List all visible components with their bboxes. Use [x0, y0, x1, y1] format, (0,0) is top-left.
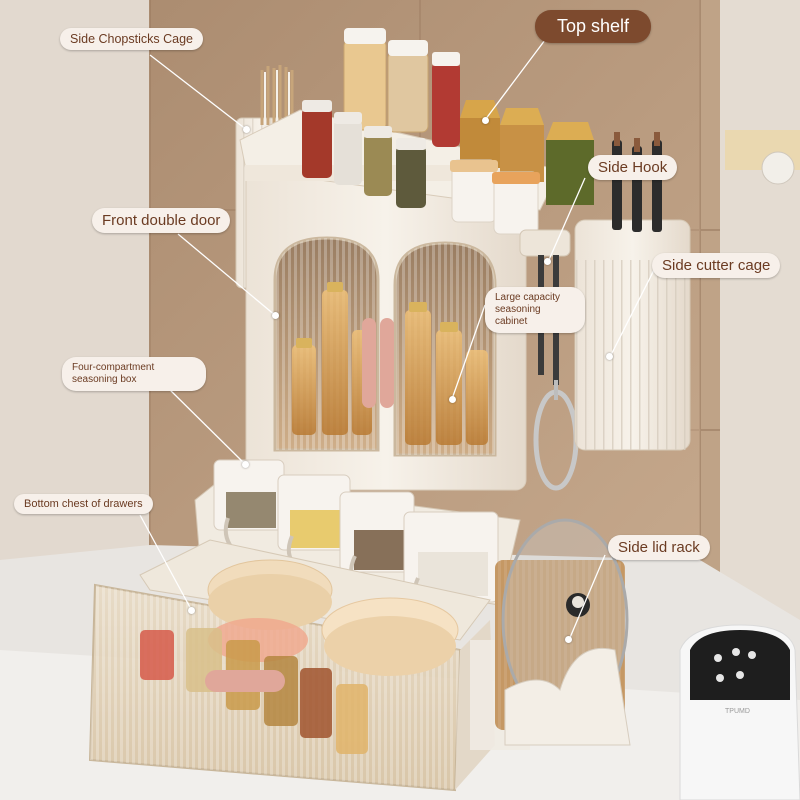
- callout-line: Large capacity: [495, 292, 561, 303]
- marker-dot: [606, 353, 613, 360]
- top-shelf-jars: [302, 28, 594, 235]
- marker-dot: [482, 117, 489, 124]
- marker-dot: [449, 396, 456, 403]
- drawer-handle: [205, 670, 285, 692]
- callout-line: Four-compartment: [72, 362, 155, 373]
- callout-side-lid-rack: Side lid rack: [608, 535, 710, 560]
- marker-dot: [188, 607, 195, 614]
- wall-socket: [761, 151, 795, 185]
- callout-four-compartment-box: Four-compartment seasoning box: [62, 357, 206, 391]
- leader-lines: [139, 39, 656, 641]
- side-lid-rack: [495, 518, 631, 746]
- callout-front-double-door: Front double door: [92, 208, 231, 233]
- callout-large-capacity-cabinet: Large capacity seasoning cabinet: [485, 287, 585, 333]
- callout-side-cutter-cage: Side cutter cage: [652, 253, 781, 278]
- door-handle-right: [380, 318, 394, 408]
- door-handle-left: [362, 318, 376, 408]
- marker-dot: [544, 258, 551, 265]
- callout-line: seasoning box: [72, 374, 137, 385]
- callout-bottom-chest: Bottom chest of drawers: [14, 494, 153, 514]
- water-dispenser: TPUMD: [679, 624, 800, 800]
- marker-dot: [565, 636, 572, 643]
- left-wall-panel: [0, 0, 150, 560]
- marker-dot: [243, 126, 250, 133]
- main-cabinet: [239, 109, 561, 491]
- marker-dot: [242, 461, 249, 468]
- callout-side-chopsticks-cage: Side Chopsticks Cage: [60, 28, 203, 50]
- marker-dot: [272, 312, 279, 319]
- callout-line: seasoning cabinet: [495, 304, 541, 327]
- four-compartment-box: [194, 459, 521, 608]
- callout-top-shelf: Top shelf: [535, 10, 652, 43]
- callout-side-hook: Side Hook: [588, 155, 678, 180]
- kettle-brand: TPUMD: [725, 708, 750, 715]
